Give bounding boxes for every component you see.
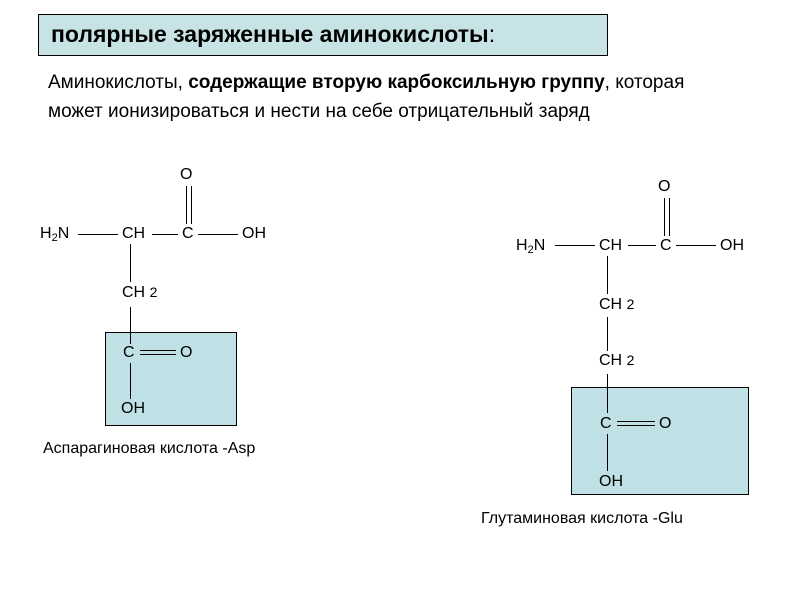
asp-ch2-sub: 2 <box>149 284 158 300</box>
asp-bond-ch-c <box>152 234 178 235</box>
glu-carboxyl-carbon: C <box>660 237 672 254</box>
glu-side-oxygen: O <box>659 415 672 432</box>
page-title: полярные заряженные аминокислоты: <box>51 21 495 48</box>
title-box: полярные заряженные аминокислоты: <box>38 14 608 56</box>
title-colon: : <box>488 21 496 47</box>
glu-bond-ch-ch2a <box>607 256 608 294</box>
asp-side-double-bottom <box>140 354 176 355</box>
glu-caption: Глутаминовая кислота -Glu <box>481 510 683 527</box>
glu-bond-ch2a-ch2b <box>607 317 608 351</box>
description-bold: содержащие вторую карбоксильную группу <box>188 72 605 93</box>
asp-amino-group: H2N <box>40 225 69 244</box>
glu-ch2b-sub: 2 <box>626 352 635 368</box>
asp-amino-n: N <box>57 225 70 242</box>
glu-amino-sub: 2 <box>527 244 534 256</box>
glu-amino-group: H2N <box>516 237 545 256</box>
asp-carboxyl-carbon: C <box>182 225 194 242</box>
glu-bond-ch-c <box>628 245 656 246</box>
glu-side-carbon: C <box>600 415 612 432</box>
description: Аминокислоты, содержащие вторую карбокси… <box>48 68 738 126</box>
glu-side-double-top <box>617 421 655 422</box>
glu-carbonyl-oxygen: O <box>658 178 671 195</box>
asp-bond-ch2-c <box>130 307 131 344</box>
asp-double-bond-left <box>186 186 187 224</box>
glu-double-bond-left <box>664 198 665 236</box>
glu-bond-c-oh-side <box>607 434 608 471</box>
glu-hydroxyl: OH <box>720 237 744 254</box>
asp-amino-sub: 2 <box>51 232 58 244</box>
glu-ch2-first: CH 2 <box>599 296 634 314</box>
asp-ch2: CH 2 <box>122 284 157 302</box>
asp-side-oxygen: O <box>180 344 193 361</box>
asp-hydroxyl: OH <box>242 225 266 242</box>
glu-ch2a-sub: 2 <box>626 296 635 312</box>
asp-double-bond-right <box>191 186 192 224</box>
asp-alpha-carbon: CH <box>122 225 146 242</box>
asp-side-hydroxyl: OH <box>121 400 145 417</box>
glu-bond-c-oh <box>676 245 716 246</box>
asp-bond-c-oh <box>198 234 238 235</box>
glu-alpha-carbon: CH <box>599 237 623 254</box>
asp-carbonyl-oxygen: O <box>180 166 193 183</box>
glu-side-double-bottom <box>617 425 655 426</box>
asp-side-double-top <box>140 350 176 351</box>
glu-bond-ch2b-c <box>607 374 608 413</box>
glu-side-chain-box: C O OH <box>571 374 749 495</box>
asp-ch2-ch: CH <box>122 284 146 301</box>
asp-amino-h: H <box>40 225 52 242</box>
asp-side-chain-box: C O OH <box>105 307 237 426</box>
asp-bond-n-ch <box>78 234 118 235</box>
glu-amino-n: N <box>533 237 546 254</box>
asp-bond-c-oh-side <box>130 363 131 399</box>
asp-bond-ch-ch2 <box>130 244 131 282</box>
asp-side-carbon: C <box>123 344 135 361</box>
glu-amino-h: H <box>516 237 528 254</box>
glu-ch2a-ch: CH <box>599 296 623 313</box>
asp-caption: Аспарагиновая кислота -Asp <box>43 440 256 457</box>
description-part1: Аминокислоты, <box>48 72 189 93</box>
glu-ch2b-ch: CH <box>599 352 623 369</box>
glu-double-bond-right <box>669 198 670 236</box>
glu-ch2-second: CH 2 <box>599 352 634 370</box>
glu-side-hydroxyl: OH <box>599 473 623 490</box>
title-main: полярные заряженные аминокислоты <box>51 21 489 47</box>
description-part2: , которая может ионизироваться и нести н… <box>48 72 685 122</box>
glu-bond-n-ch <box>555 245 595 246</box>
